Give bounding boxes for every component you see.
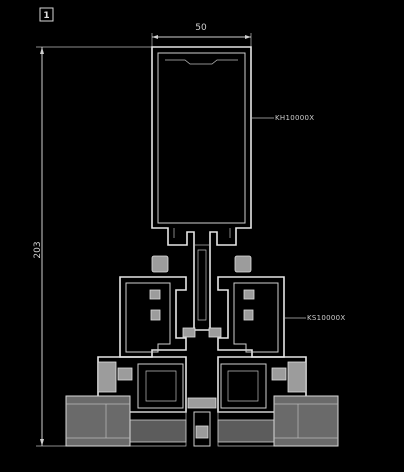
- glazing-left: [65, 395, 131, 447]
- shoulder-gasket-left: [151, 255, 169, 273]
- callout-lower-profile: KS10000X: [284, 314, 346, 322]
- thermal-break-right: [217, 419, 275, 443]
- sash-clip-right: [271, 367, 287, 381]
- mullion-profile: [151, 46, 252, 331]
- center-seal: [187, 397, 217, 409]
- figure-number-label: 1: [39, 7, 54, 22]
- frame-gasket-right-top: [243, 289, 255, 300]
- sash-gasket-right: [287, 361, 307, 393]
- callout-upper-profile-label: KH10000X: [275, 114, 314, 122]
- shoulder-gasket-right: [234, 255, 252, 273]
- center-gasket-left: [182, 327, 196, 338]
- center-gasket-right: [208, 327, 222, 338]
- figure-number-text: 1: [43, 11, 49, 21]
- frame-gasket-left-mid: [150, 309, 161, 321]
- sash-clip-left: [117, 367, 133, 381]
- glass-pane-right: [273, 395, 339, 447]
- width-dimension-label: 50: [195, 23, 207, 33]
- glass-pane-left: [65, 395, 131, 447]
- center-joint: [187, 397, 217, 447]
- frame-gasket-right-mid: [243, 309, 254, 321]
- height-dimension-label: 203: [33, 241, 43, 258]
- callout-upper-profile: KH10000X: [251, 114, 314, 122]
- center-seal-lower: [195, 425, 209, 439]
- sash-profile-right: [217, 356, 307, 447]
- callout-lower-profile-label: KS10000X: [307, 314, 346, 322]
- frame-profile: [119, 276, 285, 358]
- sash-gasket-left: [97, 361, 117, 393]
- frame-gasket-left-top: [149, 289, 161, 300]
- thermal-break-left: [129, 419, 187, 443]
- glazing-right: [273, 395, 339, 447]
- height-dimension: 203: [33, 46, 152, 447]
